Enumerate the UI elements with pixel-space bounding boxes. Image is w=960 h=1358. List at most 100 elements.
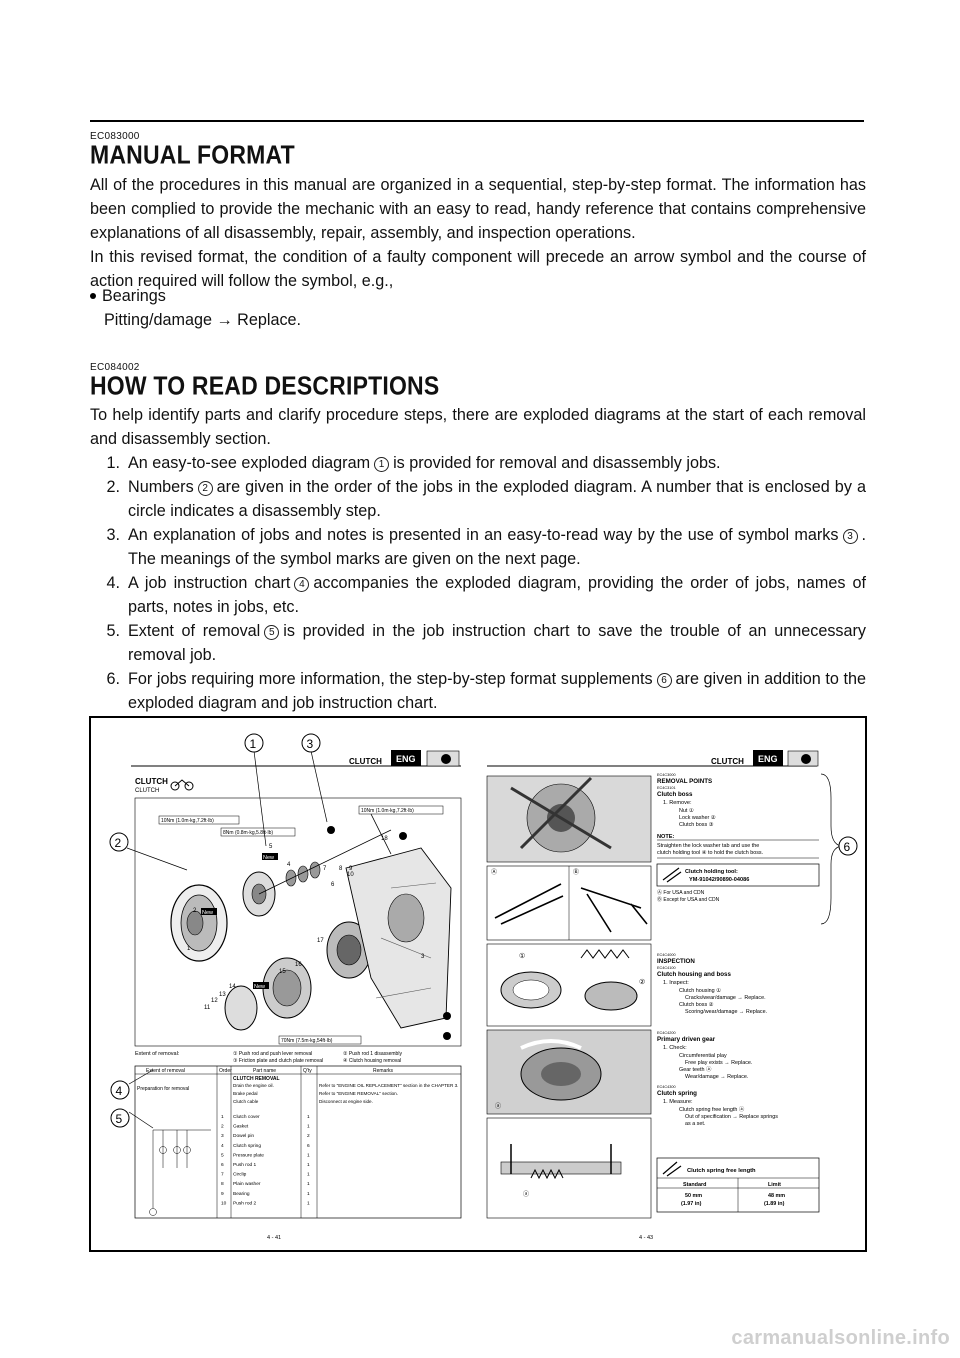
part-number: 12 [211, 998, 218, 1004]
part-number: 8 [339, 866, 343, 872]
new-label: New [254, 984, 265, 990]
prep-label: Preparation for removal [137, 1086, 189, 1092]
code-label: EC4C4300 [657, 1085, 676, 1089]
part-number: 7 [323, 866, 327, 872]
section-intro: To help identify parts and clarify proce… [90, 406, 866, 448]
table-header: Q'ty [303, 1068, 312, 1074]
table-header: Extent of removal [146, 1068, 185, 1074]
table-part: Push rod 1 [233, 1162, 257, 1168]
page-number: 4 - 43 [639, 1235, 653, 1241]
table-qty: 2 [307, 1133, 310, 1139]
spec-header: Standard [683, 1182, 706, 1188]
code-label: EC4C4000 [657, 953, 676, 957]
step-item: Out of specification → Replace springs [685, 1114, 778, 1120]
part-number: 14 [229, 984, 236, 990]
table-order: 9 [221, 1191, 224, 1197]
table-qty: 6 [307, 1143, 310, 1149]
list-number: 6. [106, 670, 120, 688]
eng-badge [753, 750, 783, 766]
table-qty: 1 [307, 1191, 310, 1197]
step-item: Clutch boss ③ [679, 822, 714, 828]
paragraph: In this revised format, the condition of… [90, 248, 866, 290]
sub-heading: Primary driven gear [657, 1036, 716, 1043]
step-item: Clutch boss ② [679, 1002, 714, 1008]
torque-label: 10Nm (1.0m·kg,7.2ft·lb) [361, 808, 414, 814]
step-label: 1. Inspect: [663, 980, 689, 986]
eng-badge [391, 750, 421, 766]
spec-title: Clutch spring free length [687, 1168, 756, 1174]
callout-6: 6 [844, 840, 851, 854]
crankcase-drawing [345, 847, 452, 1029]
part-number: 18 [381, 836, 388, 842]
svg-text:Ⓐ: Ⓐ [491, 868, 497, 876]
circled-number: 1 [374, 457, 390, 472]
tool-number: YM-91042/90890-04086 [689, 877, 749, 883]
circled-number: 5 [264, 625, 280, 640]
part-number: 4 [287, 862, 291, 868]
prep-part: Clutch cable [233, 1099, 259, 1104]
prep-remarks: Disconnect at engine side. [319, 1099, 373, 1104]
prep-part: Brake pedal [233, 1091, 258, 1096]
code-label: EC4C4100 [657, 966, 676, 970]
page-header: CLUTCH [711, 757, 744, 766]
spec-value: 48 mm [768, 1193, 785, 1199]
spec-value: (1.89 in) [764, 1201, 785, 1207]
table-order: 7 [221, 1172, 224, 1178]
note-text: Straighten the lock washer tab and use t… [657, 843, 759, 849]
step-item: Gear teeth ⓐ [679, 1065, 712, 1073]
photo-spring-measure: ⓐ [486, 1117, 652, 1219]
tool-box [656, 863, 820, 887]
step-item: Wear/damage → Replace. [685, 1074, 748, 1080]
svg-text:②: ② [639, 978, 645, 986]
table-order: 3 [221, 1133, 224, 1139]
part-number: 6 [331, 882, 335, 888]
photo-clutch-housing: ① ② [486, 943, 652, 1027]
step-item: Scoring/wear/damage → Replace. [685, 1009, 767, 1015]
table-part: Clutch spring [233, 1143, 261, 1149]
table-part: Clutch cover [233, 1114, 260, 1120]
callout-4: 4 [116, 1084, 123, 1098]
right-page-text: EC4C3000 REMOVAL POINTS EC4C3101 Clutch … [656, 773, 820, 1213]
table-qty: 1 [307, 1200, 310, 1206]
table-order: 10 [221, 1200, 227, 1206]
left-manual-page: CLUTCH ENG CLUTCH CLUTCH 10Nm (1.0m·kg,7… [131, 750, 462, 1241]
table-part: Plain washer [233, 1181, 261, 1187]
section-title: MANUAL FORMAT [90, 140, 295, 170]
diagram-subtitle: CLUTCH [135, 788, 159, 794]
part-number: 5 [269, 844, 273, 850]
step-label: 1. Measure: [663, 1099, 693, 1105]
table-qty: 1 [307, 1181, 310, 1187]
list-number: 4. [106, 574, 120, 592]
list-item: 6.For jobs requiring more information, t… [90, 667, 866, 715]
part-number: 13 [219, 992, 226, 998]
step-label: 1. Remove: [663, 800, 692, 806]
part-number: 16 [295, 962, 302, 968]
torque-label: 8Nm (0.8m·kg,5.8ft·lb) [223, 830, 273, 836]
list-number: 3. [106, 526, 120, 544]
prep-remarks: Refer to "ENGINE OIL REPLACEMENT" sectio… [319, 1083, 458, 1088]
circled-number: 4 [294, 577, 310, 592]
svg-text:ENG: ENG [396, 754, 416, 764]
job-instruction-table: Extent of removal Order Part name Q'ty R… [134, 1065, 462, 1219]
section-heading: REMOVAL POINTS [657, 778, 712, 785]
table-part: Gasket [233, 1124, 249, 1130]
part-number: 17 [317, 938, 324, 944]
extent-tree [149, 1129, 211, 1216]
bullet-subtext: Pitting/damage → Replace. [104, 311, 302, 329]
pressure-plate-drawing [242, 813, 392, 917]
svg-text:①: ① [519, 952, 525, 960]
torque-label: 70Nm (7.5m·kg,54ft·lb) [281, 1038, 333, 1044]
tool-drawings: Ⓐ Ⓑ [486, 865, 652, 941]
part-number: 3 [421, 954, 425, 960]
photo-primary-gear: ⓐ [486, 1029, 652, 1115]
table-header: Part name [253, 1068, 276, 1074]
spec-value: (1.97 in) [681, 1201, 702, 1207]
engine-icon [787, 750, 819, 767]
